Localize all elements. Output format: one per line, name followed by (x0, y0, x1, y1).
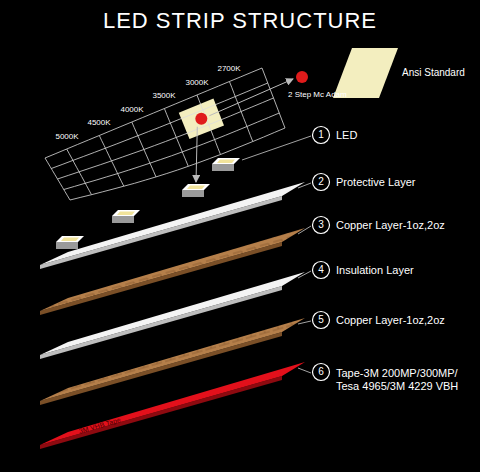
cct-label: 2700K (217, 64, 240, 73)
callout-number: 4 (318, 264, 324, 276)
callout-leaders (242, 127, 330, 381)
grid-line (58, 98, 274, 179)
callout-circle (313, 217, 330, 234)
callout-number: 2 (318, 176, 324, 188)
layer-edge (40, 376, 282, 449)
led-top (212, 158, 240, 164)
strip-layers (40, 182, 305, 449)
layer-edge (40, 286, 282, 359)
callout-circle (313, 364, 330, 381)
leader-line (298, 183, 311, 188)
callout-circle (313, 127, 330, 144)
led-phosphor (61, 238, 79, 242)
callout-number: 6 (318, 366, 324, 378)
strip-layer (40, 228, 305, 311)
part-name: Tape-3M 200MP/300MP/ Tesa 4965/3M 4229 V… (336, 367, 471, 392)
part-name: Copper Layer-1oz,2oz (336, 314, 445, 327)
callout-number: 1 (318, 129, 324, 141)
leader-line (242, 136, 311, 160)
callout-circle (313, 262, 330, 279)
cct-label: 3000K (185, 78, 208, 87)
layer-edge (40, 242, 282, 315)
led-top (182, 184, 210, 190)
pointer-arrow (196, 127, 197, 182)
part-name: LED (336, 129, 357, 142)
led-side (212, 164, 234, 171)
leader-line (298, 271, 311, 278)
callout-circle (313, 312, 330, 329)
note-label: Ansi Standard (402, 67, 465, 79)
grid-line (64, 113, 279, 190)
cct-label: 3500K (152, 91, 175, 100)
led-top (112, 210, 140, 216)
macadam-dot (296, 71, 308, 83)
part-name: Insulation Layer (336, 264, 414, 277)
part-name: Copper Layer-1oz,2oz (336, 219, 445, 232)
callout-number: 5 (318, 314, 324, 326)
led-phosphor (117, 212, 135, 216)
leader-line (298, 321, 311, 324)
chromaticity-grid (45, 68, 293, 200)
note-label: 2 Step Mc Adam (288, 90, 347, 99)
led-side (112, 216, 134, 223)
led-chips (56, 158, 240, 249)
part-name: Protective Layer (336, 176, 415, 189)
highlight-bin (179, 99, 224, 140)
grid-line (51, 83, 267, 169)
led-phosphor (217, 160, 235, 164)
callout-circle (313, 174, 330, 191)
cct-label: 5000K (55, 132, 78, 141)
led-top (56, 236, 84, 242)
pointer-arrow (209, 79, 293, 116)
cct-label: 4000K (120, 105, 143, 114)
leader-line (298, 368, 311, 373)
strip-layer (40, 318, 305, 401)
led-phosphor (187, 186, 205, 190)
cct-label: 4500K (87, 118, 110, 127)
strip-layer (40, 272, 305, 355)
led-side (56, 242, 78, 249)
bin-dot (195, 113, 207, 125)
layer-edge (40, 196, 282, 269)
grid-line (45, 68, 262, 158)
callout-number: 3 (318, 219, 324, 231)
layer-edge (40, 332, 282, 405)
strip-layer (40, 362, 305, 445)
strip-layer (40, 182, 305, 265)
grid-line (70, 128, 285, 200)
title: LED STRIP STRUCTURE (0, 8, 480, 34)
leader-line (298, 226, 311, 234)
led-side (182, 190, 204, 197)
